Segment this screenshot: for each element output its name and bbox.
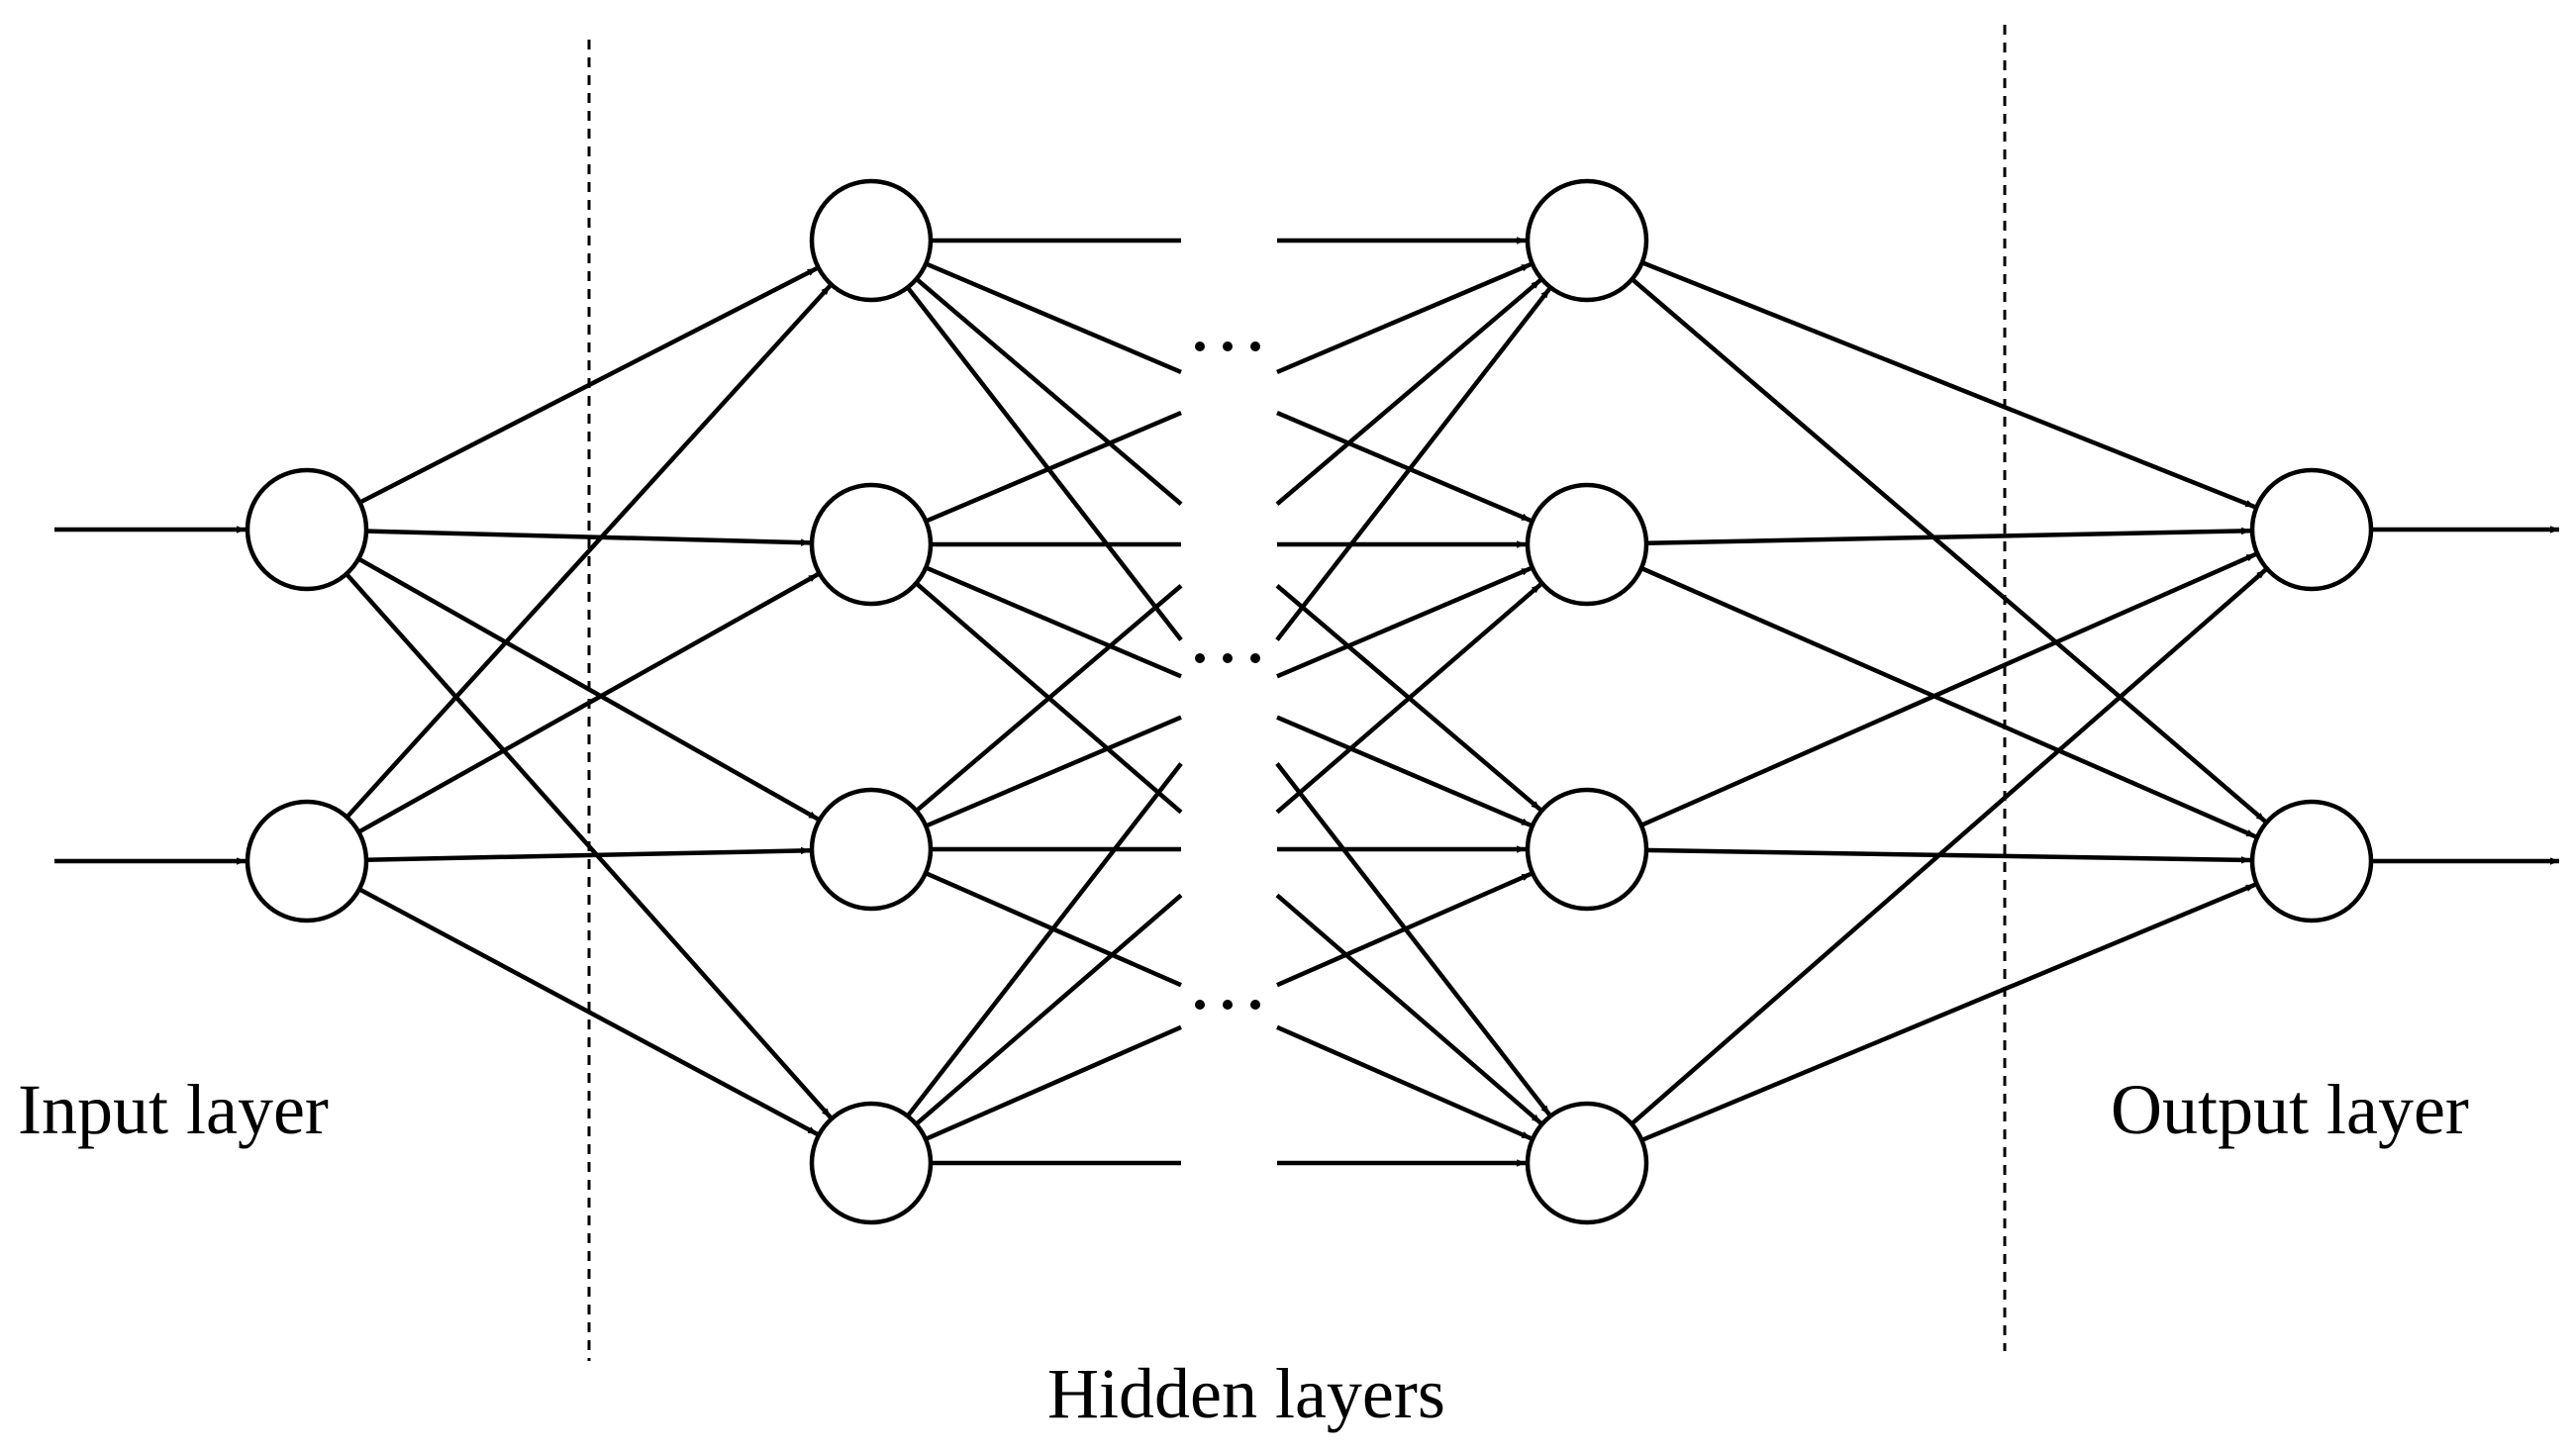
ellipsis-dot [1223, 341, 1233, 351]
ellipsis-dot [1250, 653, 1260, 663]
connection-arrow [305, 859, 819, 1136]
neuron-node [245, 799, 369, 923]
neuron-node [2249, 467, 2374, 592]
connection-arrow [1276, 715, 1532, 827]
neuron-node [1525, 482, 1649, 607]
connection-arrow [305, 284, 832, 863]
connection-arrow [1275, 762, 1551, 1116]
ellipsis-dot [1195, 653, 1205, 663]
ellipsis-dot [1195, 1000, 1205, 1010]
input-layer-label: Input layer [18, 1070, 329, 1149]
neuron-node [1525, 787, 1649, 912]
connection-line [869, 893, 1183, 1165]
connection-line [869, 762, 1183, 1165]
connection-arrow [1276, 411, 1532, 523]
connection-arrow [1275, 893, 1542, 1125]
neurons [245, 178, 2374, 1225]
connection-arrow [1276, 871, 1533, 988]
neuron-node [245, 467, 369, 592]
connection-arrow [1586, 846, 2251, 864]
neuron-node [809, 178, 934, 303]
connection-arrow [306, 527, 811, 546]
connection-arrow [1276, 262, 1532, 374]
neuron-node [809, 1101, 934, 1225]
connection-arrow [1586, 541, 2257, 839]
ellipsis-dot [1250, 341, 1260, 351]
connection-arrow [305, 572, 820, 863]
connection-arrow [306, 846, 811, 864]
connection-arrow [1275, 582, 1542, 815]
connection-arrow [1586, 551, 2257, 852]
connection-arrow [305, 266, 818, 533]
connection-arrow [1276, 1024, 1533, 1141]
connection-arrow [1586, 238, 2256, 510]
ellipses [1195, 341, 1260, 1010]
neuron-node [809, 482, 934, 607]
neuron-node [1525, 1101, 1649, 1225]
connection-arrow [1585, 568, 2267, 1165]
output-layer-label: Output layer [2111, 1070, 2469, 1149]
connection-line [869, 239, 1183, 506]
connection-arrow [1275, 278, 1542, 506]
connection-line [869, 584, 1183, 851]
connection-arrow [1586, 882, 2256, 1166]
connection-arrow [305, 528, 833, 1119]
connection-line [869, 542, 1183, 815]
ellipsis-dot [1223, 1000, 1233, 1010]
ellipsis-dot [1223, 653, 1233, 663]
ellipsis-dot [1250, 1000, 1260, 1010]
connection-arrow [1586, 527, 2251, 547]
connection-arrow [305, 528, 820, 822]
connection-arrow [1585, 239, 2267, 824]
neuron-node [2249, 799, 2374, 923]
connection-arrow [1276, 566, 1532, 679]
connection-line [869, 239, 1183, 641]
ellipsis-dot [1195, 341, 1205, 351]
neuron-node [1525, 178, 1649, 303]
hidden-layers-label: Hidden layers [1047, 1354, 1445, 1433]
connection-arrow [1275, 287, 1551, 641]
neuron-node [809, 787, 934, 912]
